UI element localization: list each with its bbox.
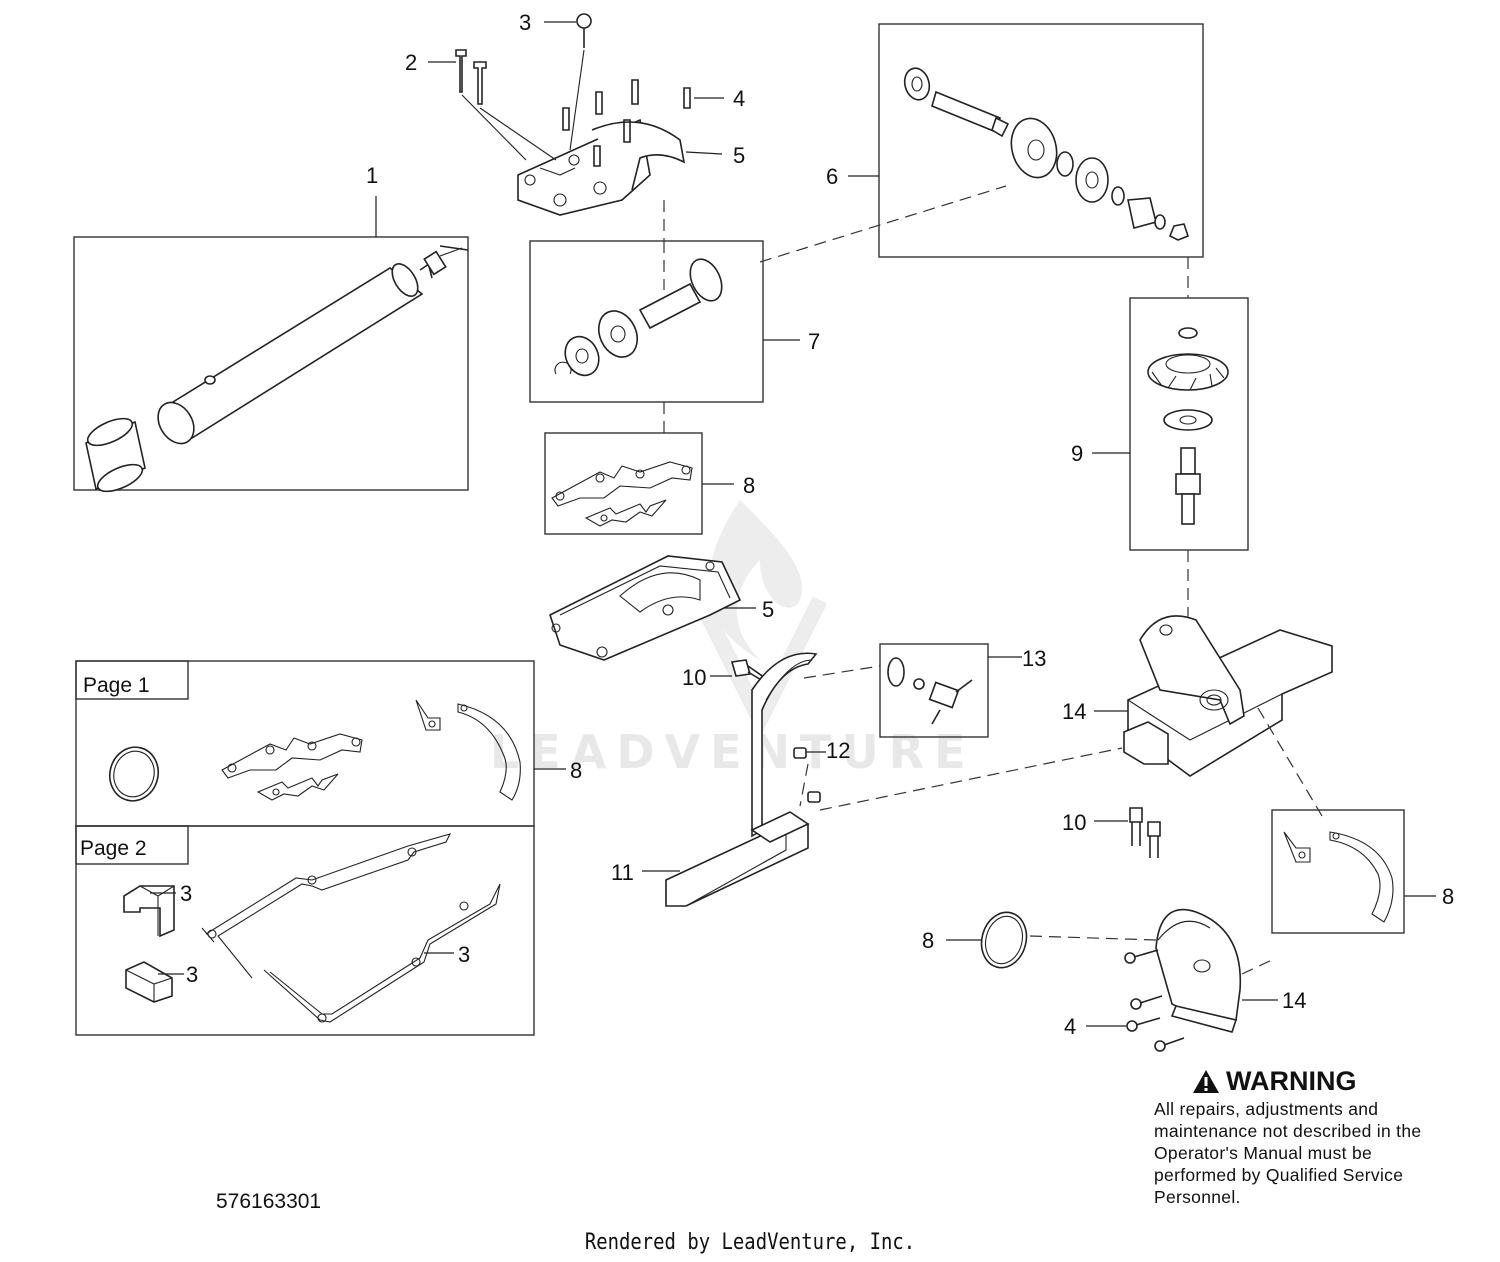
callout-8-d: 8 [1442, 884, 1454, 909]
callout-9: 9 [1071, 441, 1083, 466]
part-12-nuts [793, 747, 826, 803]
callout-3-seal-upper: 3 [180, 881, 192, 906]
callout-3-seal-lower: 3 [186, 962, 198, 987]
callout-13: 13 [1022, 646, 1046, 671]
callout-5-mid: 5 [762, 597, 774, 622]
screws-4-lower [1086, 949, 1185, 1052]
kit-panel-page-2: Page 2 3 3 3 [75, 825, 535, 1036]
callout-4: 4 [733, 86, 745, 111]
warning-text: All repairs, adjustments and maintenance… [1154, 1099, 1422, 1207]
part-5-lower-housing [549, 555, 756, 661]
part-8-gasket-set-right [1271, 809, 1436, 934]
callout-11: 11 [611, 860, 634, 885]
page-2-label: Page 2 [80, 837, 147, 860]
screws-4 [562, 79, 724, 167]
callout-12: 12 [826, 738, 850, 763]
callout-5-top: 5 [733, 143, 745, 168]
part-1-tube-assembly [73, 196, 469, 493]
part-8-gasket-set-middle [544, 432, 734, 535]
callout-3: 3 [519, 10, 531, 35]
callout-10-b: 10 [1062, 810, 1086, 835]
warning-title: WARNING [1192, 1066, 1454, 1097]
diagram-part-number: 576163301 [216, 1190, 322, 1213]
part-13-small-parts-kit [879, 643, 1022, 738]
warning-title-text: WARNING [1226, 1066, 1357, 1096]
callout-2: 2 [405, 50, 417, 75]
callout-4-b: 4 [1064, 1014, 1076, 1039]
part-8-o-ring [946, 911, 1028, 969]
part-10-bolts-lower [1094, 807, 1161, 858]
screw-3 [544, 13, 592, 151]
callout-1: 1 [366, 163, 378, 188]
callout-3-gasket: 3 [458, 942, 470, 967]
part-14-gear-head-cover [1155, 908, 1278, 1033]
kit-panel-page-1: Page 1 [75, 660, 566, 827]
part-6-gear-shaft-kit [848, 23, 1204, 258]
part-11-bracket [642, 652, 818, 907]
screws-2 [428, 49, 557, 161]
part-9-bevel-gear-kit [1092, 297, 1249, 551]
part-5-upper-housing [517, 118, 686, 216]
callout-6: 6 [826, 164, 838, 189]
warning-notice: WARNING All repairs, adjustments and mai… [1154, 1066, 1454, 1208]
callout-14-a: 14 [1062, 699, 1086, 724]
callout-10-a: 10 [682, 665, 706, 690]
part-14-gear-housing [1094, 615, 1333, 777]
part-7-pinion-shaft-kit [529, 240, 800, 403]
callout-8-b: 8 [570, 758, 582, 783]
assembly-dashed-lines [663, 185, 1323, 975]
warning-triangle-icon [1193, 1070, 1219, 1093]
watermark-text: LEADVENTURE [490, 725, 976, 779]
callout-8-a: 8 [743, 473, 755, 498]
callout-14-b: 14 [1282, 988, 1306, 1013]
page-1-label: Page 1 [83, 674, 150, 697]
rendered-by-footer: Rendered by LeadVenture, Inc. [584, 1230, 916, 1255]
callout-7: 7 [808, 329, 820, 354]
callout-8-c: 8 [922, 928, 934, 953]
